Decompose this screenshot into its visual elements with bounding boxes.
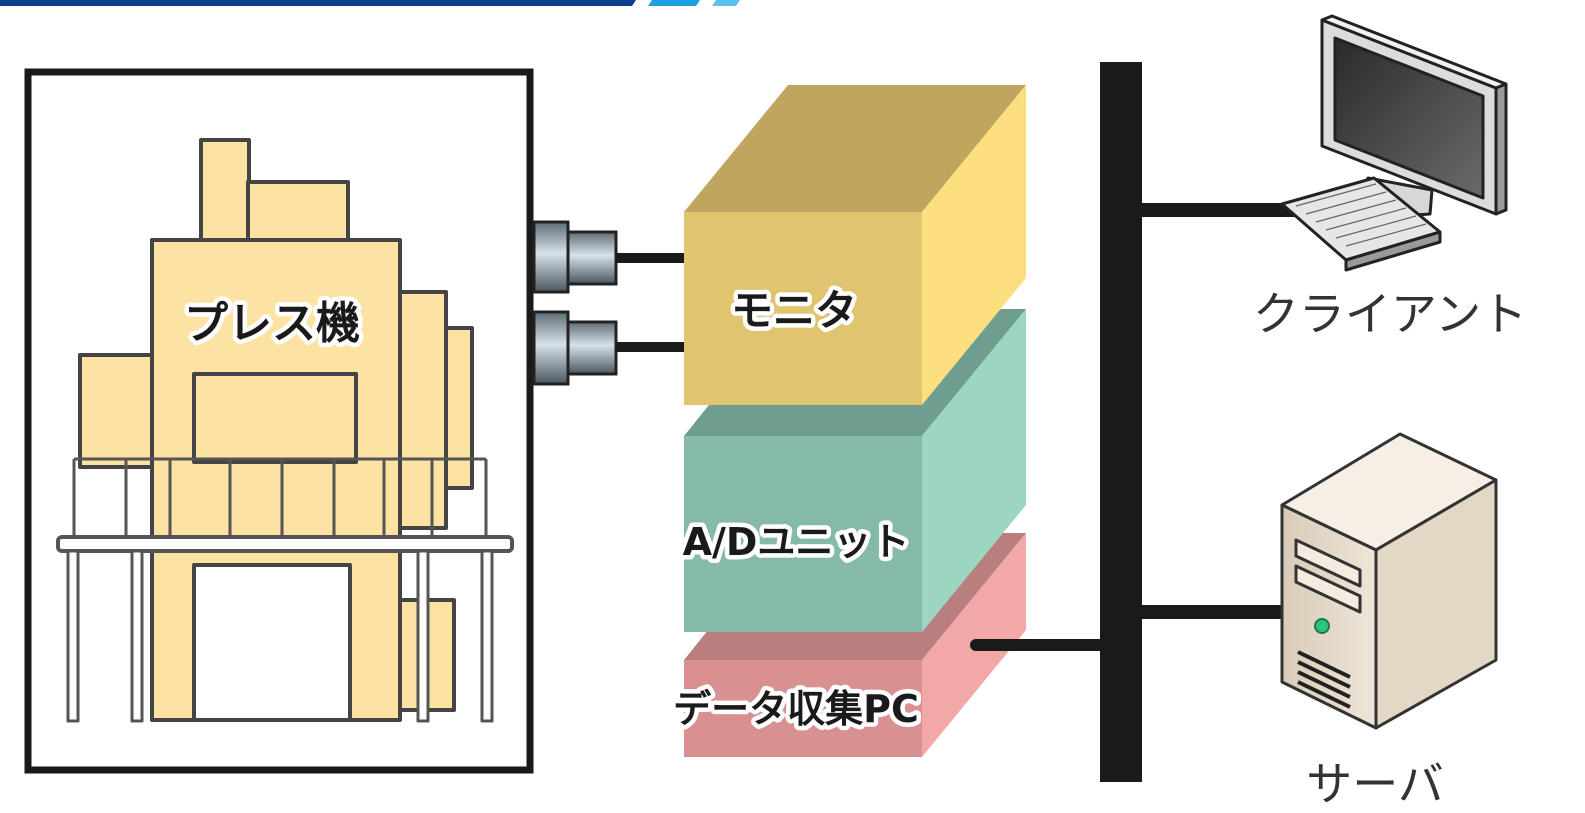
client-label: クライアント	[1253, 287, 1527, 341]
header-bar	[0, 0, 740, 6]
desktop-computer-icon	[1280, 14, 1508, 272]
server-label: サーバ	[1306, 757, 1444, 811]
header-bar-accent-2	[712, 0, 740, 6]
data-pc-label: データ収集PC	[673, 687, 919, 731]
header-bar-main	[0, 0, 636, 6]
monitor-block	[684, 85, 1026, 405]
press-machine-icon	[56, 138, 514, 723]
network-bus	[970, 62, 1300, 782]
connector-lower	[532, 310, 686, 386]
header-bar-accent-1	[648, 0, 700, 6]
monitor-label: モニタ	[731, 286, 857, 335]
cable-connector-icon	[532, 220, 686, 386]
press-machine-label: プレス機	[184, 298, 360, 349]
tower-server-icon	[1280, 432, 1498, 730]
connector-upper	[532, 220, 686, 294]
ad-unit-label: A/Dユニット	[683, 520, 910, 564]
